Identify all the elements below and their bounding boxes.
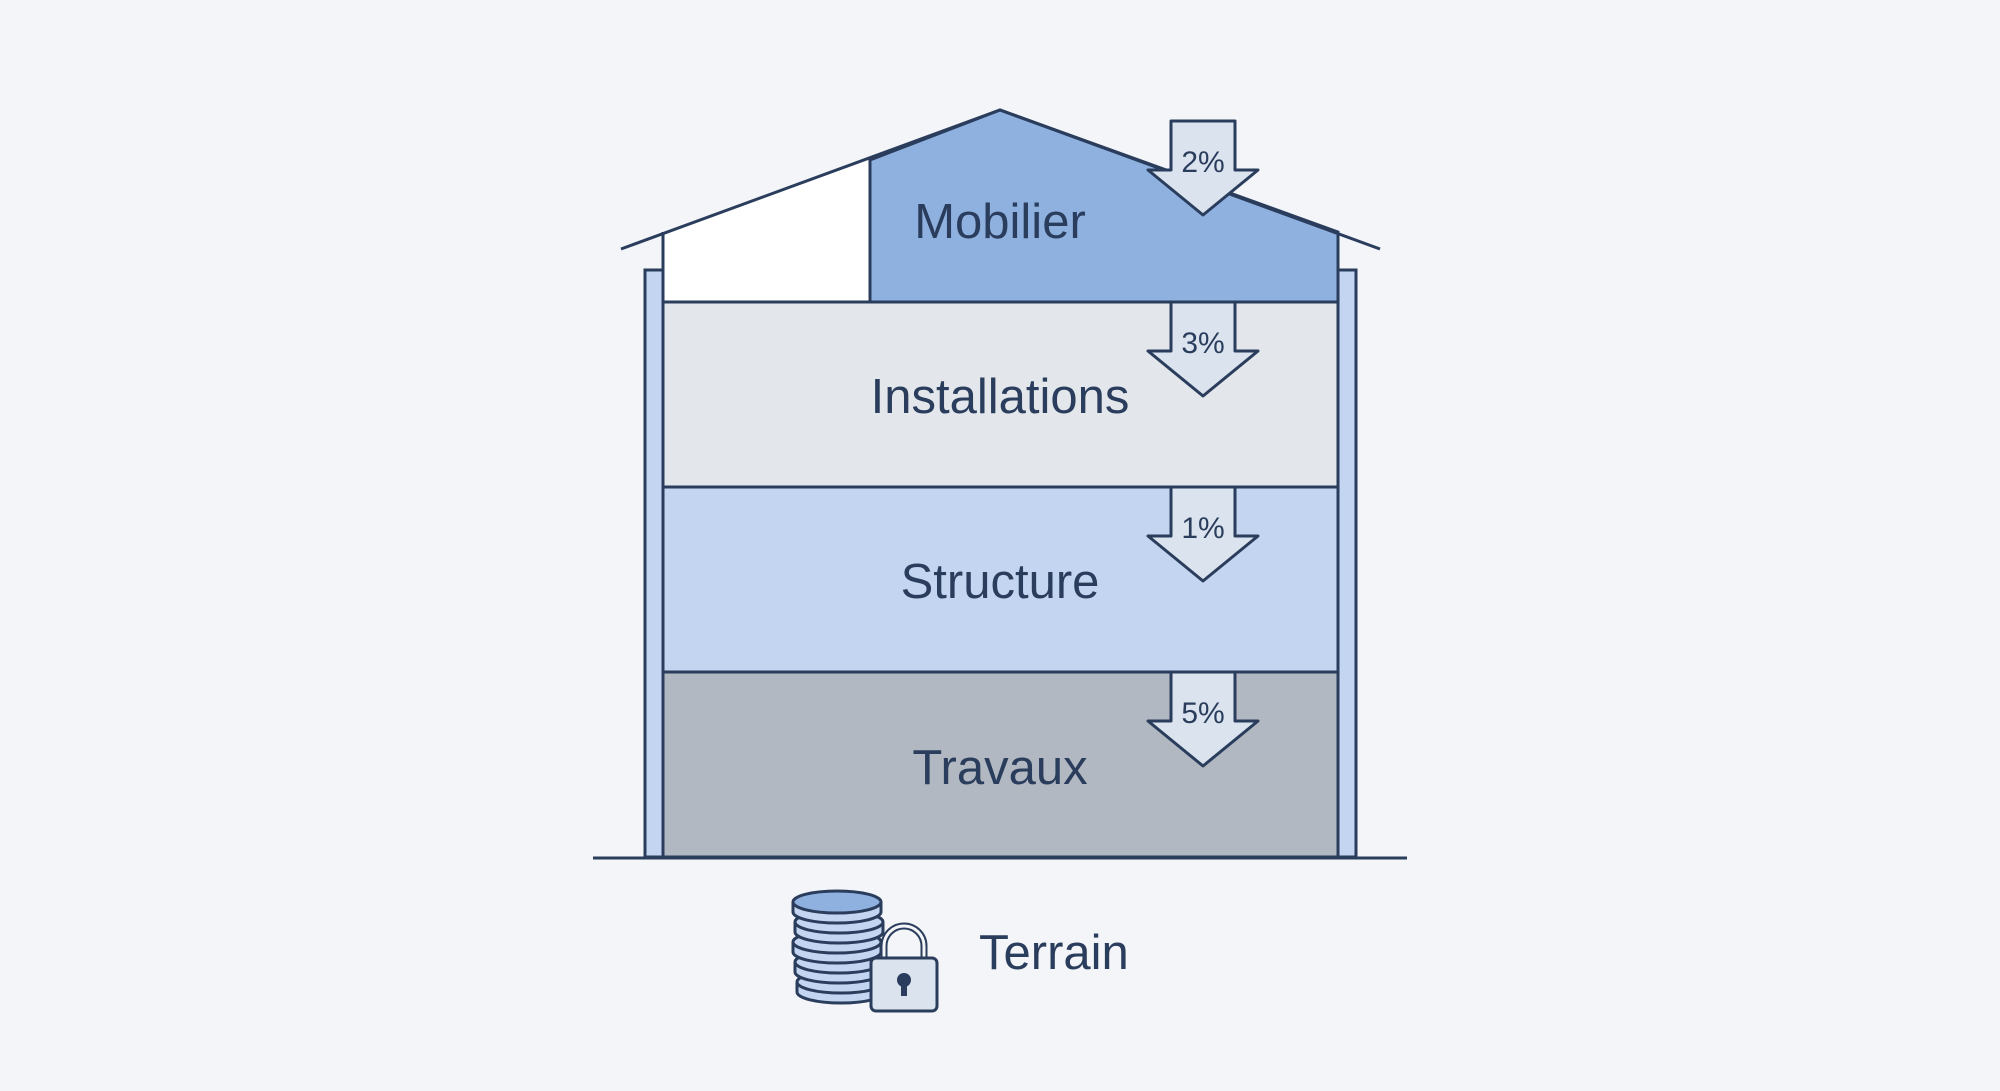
padlock-icon xyxy=(869,922,939,1013)
travaux-label: Travaux xyxy=(912,741,1087,795)
mobilier-rate-arrow: 2% xyxy=(1146,119,1260,217)
down-arrow-icon xyxy=(1146,119,1260,217)
installations-rate-arrow: 3% xyxy=(1146,300,1260,398)
structure-rate-arrow: 1% xyxy=(1146,485,1260,583)
terrain-label: Terrain xyxy=(979,926,1129,980)
down-arrow-icon xyxy=(1146,300,1260,398)
structure-label: Structure xyxy=(901,555,1100,609)
installations-rate-label: 3% xyxy=(1181,327,1224,360)
travaux-rate-label: 5% xyxy=(1181,697,1224,730)
installations-label: Installations xyxy=(871,370,1130,424)
right-wall xyxy=(1336,268,1358,859)
coin-stack-icon xyxy=(791,889,887,1005)
structure-rate-label: 1% xyxy=(1181,512,1224,545)
travaux-rate-arrow: 5% xyxy=(1146,670,1260,768)
roof xyxy=(620,108,1381,251)
down-arrow-icon xyxy=(1146,485,1260,583)
mobilier-rate-label: 2% xyxy=(1181,146,1224,179)
down-arrow-icon xyxy=(1146,670,1260,768)
mobilier-label: Mobilier xyxy=(914,195,1086,249)
left-wall xyxy=(643,268,665,859)
